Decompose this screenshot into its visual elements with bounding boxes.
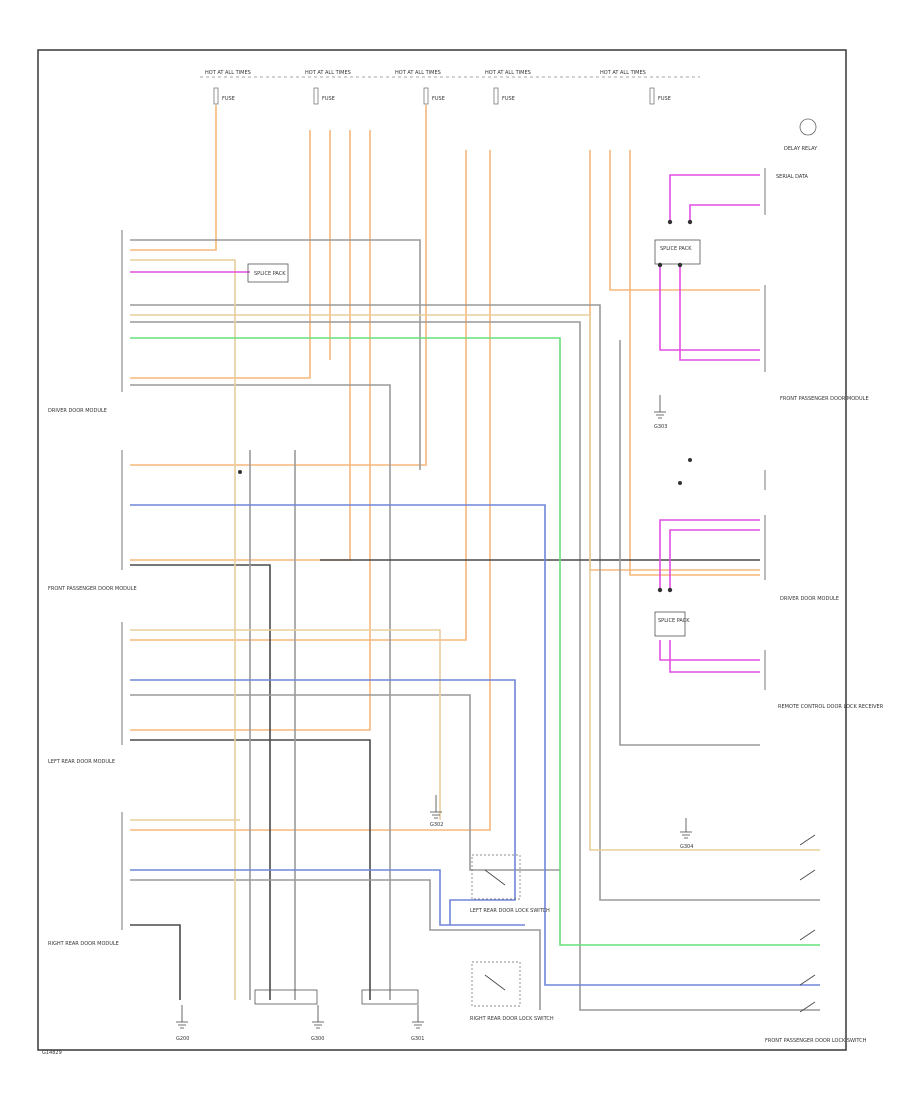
switch-front-passenger: FRONT PASSENGER DOOR LOCK SWITCH [765,1038,867,1044]
splice-pack-1: SPLICE PACK [660,246,692,252]
module-right-front-passenger-door: FRONT PASSENGER DOOR MODULE [780,396,869,402]
ground-label-1: G200 [176,1036,189,1042]
fuse-header-5: HOT AT ALL TIMES [600,70,646,76]
ground-label-2: G300 [311,1036,324,1042]
switch-left-rear: LEFT REAR DOOR LOCK SWITCH [470,908,550,914]
diagram-border [37,49,847,1051]
fuse-header-1: HOT AT ALL TIMES [205,70,251,76]
fuse-symbols [213,87,655,105]
splice-pack-2: SPLICE PACK [658,618,690,624]
fuse-header-3: HOT AT ALL TIMES [395,70,441,76]
reference-circle-icon [799,118,817,136]
serial-data-label: SERIAL DATA [776,174,809,180]
tan-wires [130,259,820,1000]
fuse-label-2: FUSE [322,96,335,102]
splice-packs [247,239,701,637]
module-driver-door: DRIVER DOOR MODULE [48,408,107,414]
fuse-label-3: FUSE [432,96,445,102]
ground-label-5: G303 [654,424,667,430]
splice-dots [238,219,693,593]
module-remote-receiver: REMOTE CONTROL DOOR LOCK RECEIVER [778,704,884,710]
ground-label-6: G304 [680,844,693,850]
grey-wires [130,239,820,1011]
module-left-rear-door: LEFT REAR DOOR MODULE [48,759,115,765]
serial-data-wires [130,174,760,673]
ground-label-3: G301 [411,1036,424,1042]
green-wire [130,337,820,946]
module-right-rear-door: RIGHT REAR DOOR MODULE [48,941,119,947]
module-delay-relay: DELAY RELAY [784,146,818,152]
diagram-footer-code: G14829 [42,1050,62,1056]
fuse-label-1: FUSE [222,96,235,102]
fuse-header-2: HOT AT ALL TIMES [305,70,351,76]
fuse-header-4: HOT AT ALL TIMES [485,70,531,76]
orange-feed-wires [130,105,760,831]
blue-wires [130,504,820,986]
bottom-connectors [254,989,419,1005]
module-right-driver-door: DRIVER DOOR MODULE [780,596,839,602]
fuse-label-5: FUSE [658,96,671,102]
splice-pack-3: SPLICE PACK [254,271,286,277]
ground-symbols-icon [176,395,692,1029]
door-lock-switches [471,834,816,1013]
fuse-label-4: FUSE [502,96,515,102]
module-front-passenger-door: FRONT PASSENGER DOOR MODULE [48,586,137,592]
switch-right-rear: RIGHT REAR DOOR LOCK SWITCH [470,1016,554,1022]
ground-label-4: G302 [430,822,443,828]
